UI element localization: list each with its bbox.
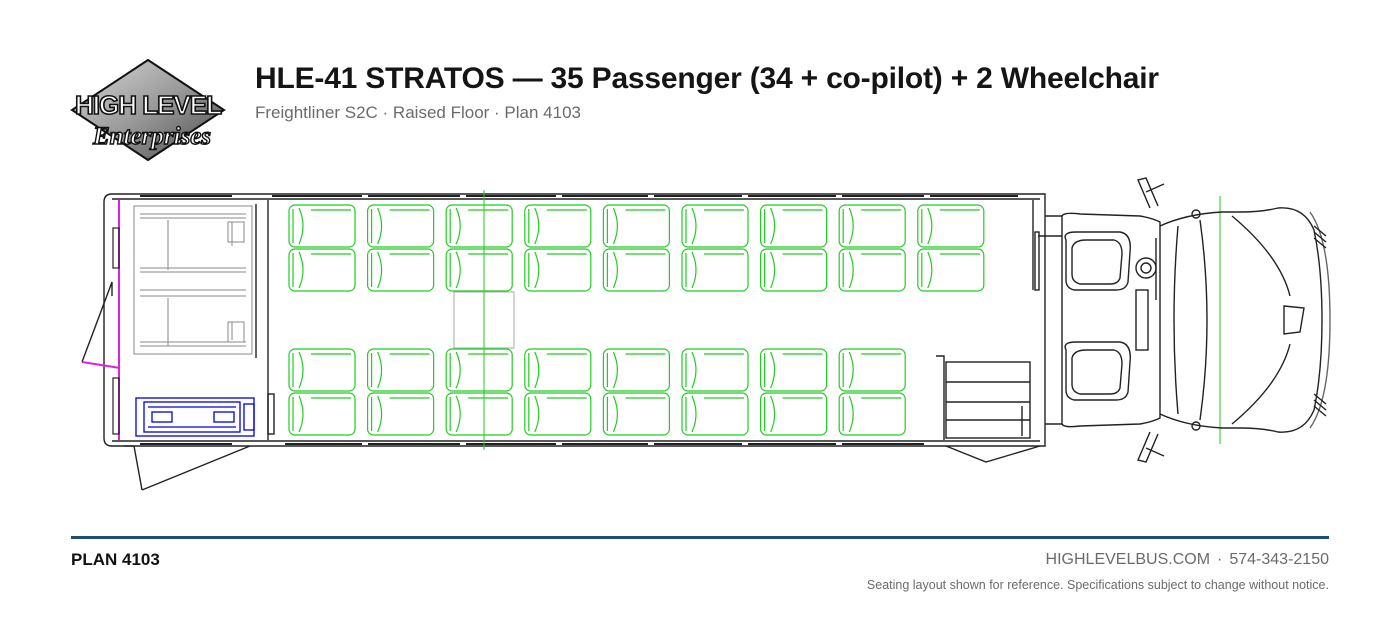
page-subtitle: Freightliner S2C · Raised Floor · Plan 4… [255,103,581,122]
steering-wheel-icon [1135,257,1157,279]
driver-seat [1064,231,1131,291]
seat [367,348,435,392]
seat [288,348,356,392]
seat [759,248,828,292]
seat [917,248,985,292]
logo-wordmark: HIGH LEVEL [75,90,222,120]
page-title: HLE-41 STRATOS — 35 Passenger (34 + co-p… [255,62,1159,95]
plan-number: PLAN 4103 [71,550,160,569]
disclaimer: Seating layout shown for reference. Spec… [866,578,1329,592]
seat [602,348,671,392]
seat [602,392,671,436]
seat [681,204,749,248]
seat [445,204,513,248]
seat [524,248,592,292]
logo-script: Enterprises [92,123,211,150]
seat [681,248,749,292]
seat [445,348,513,392]
seat [838,392,906,436]
seat [445,392,513,436]
seat [288,248,356,292]
seat [288,392,356,436]
wheelchair-lift [135,397,255,437]
seat [838,248,906,292]
mirror-top [1137,177,1159,209]
seat [759,392,828,436]
reference-lines [483,190,1221,450]
mirror-bottom [1137,431,1159,463]
seat [759,348,828,392]
seat [602,204,671,248]
footer-rule [71,536,1329,539]
seat-layer [288,204,985,436]
seat [602,248,671,292]
high-level-logo: HIGH LEVEL Enterprises [70,58,226,162]
seat [524,392,592,436]
rear-door-marker [81,200,121,440]
seat [917,204,985,248]
co-pilot-seat [1064,341,1131,401]
truck-cab [1061,177,1331,463]
wheelchair-securement-area [133,205,253,355]
seat [681,348,749,392]
seat [367,392,435,436]
seat [759,204,828,248]
seat [367,204,435,248]
contact-info: HIGHLEVELBUS.COM · 574-343-2150 [1046,551,1329,569]
seat [367,248,435,292]
contact-separator: · [1217,551,1223,568]
seat [838,348,906,392]
phone-number[interactable]: 574-343-2150 [1229,551,1329,568]
seat [681,392,749,436]
seat [288,204,356,248]
seat [838,204,906,248]
seat [524,348,592,392]
bus-body-outline [81,193,1062,491]
website-link[interactable]: HIGHLEVELBUS.COM [1045,551,1211,568]
seat [524,204,592,248]
seat [445,248,513,292]
